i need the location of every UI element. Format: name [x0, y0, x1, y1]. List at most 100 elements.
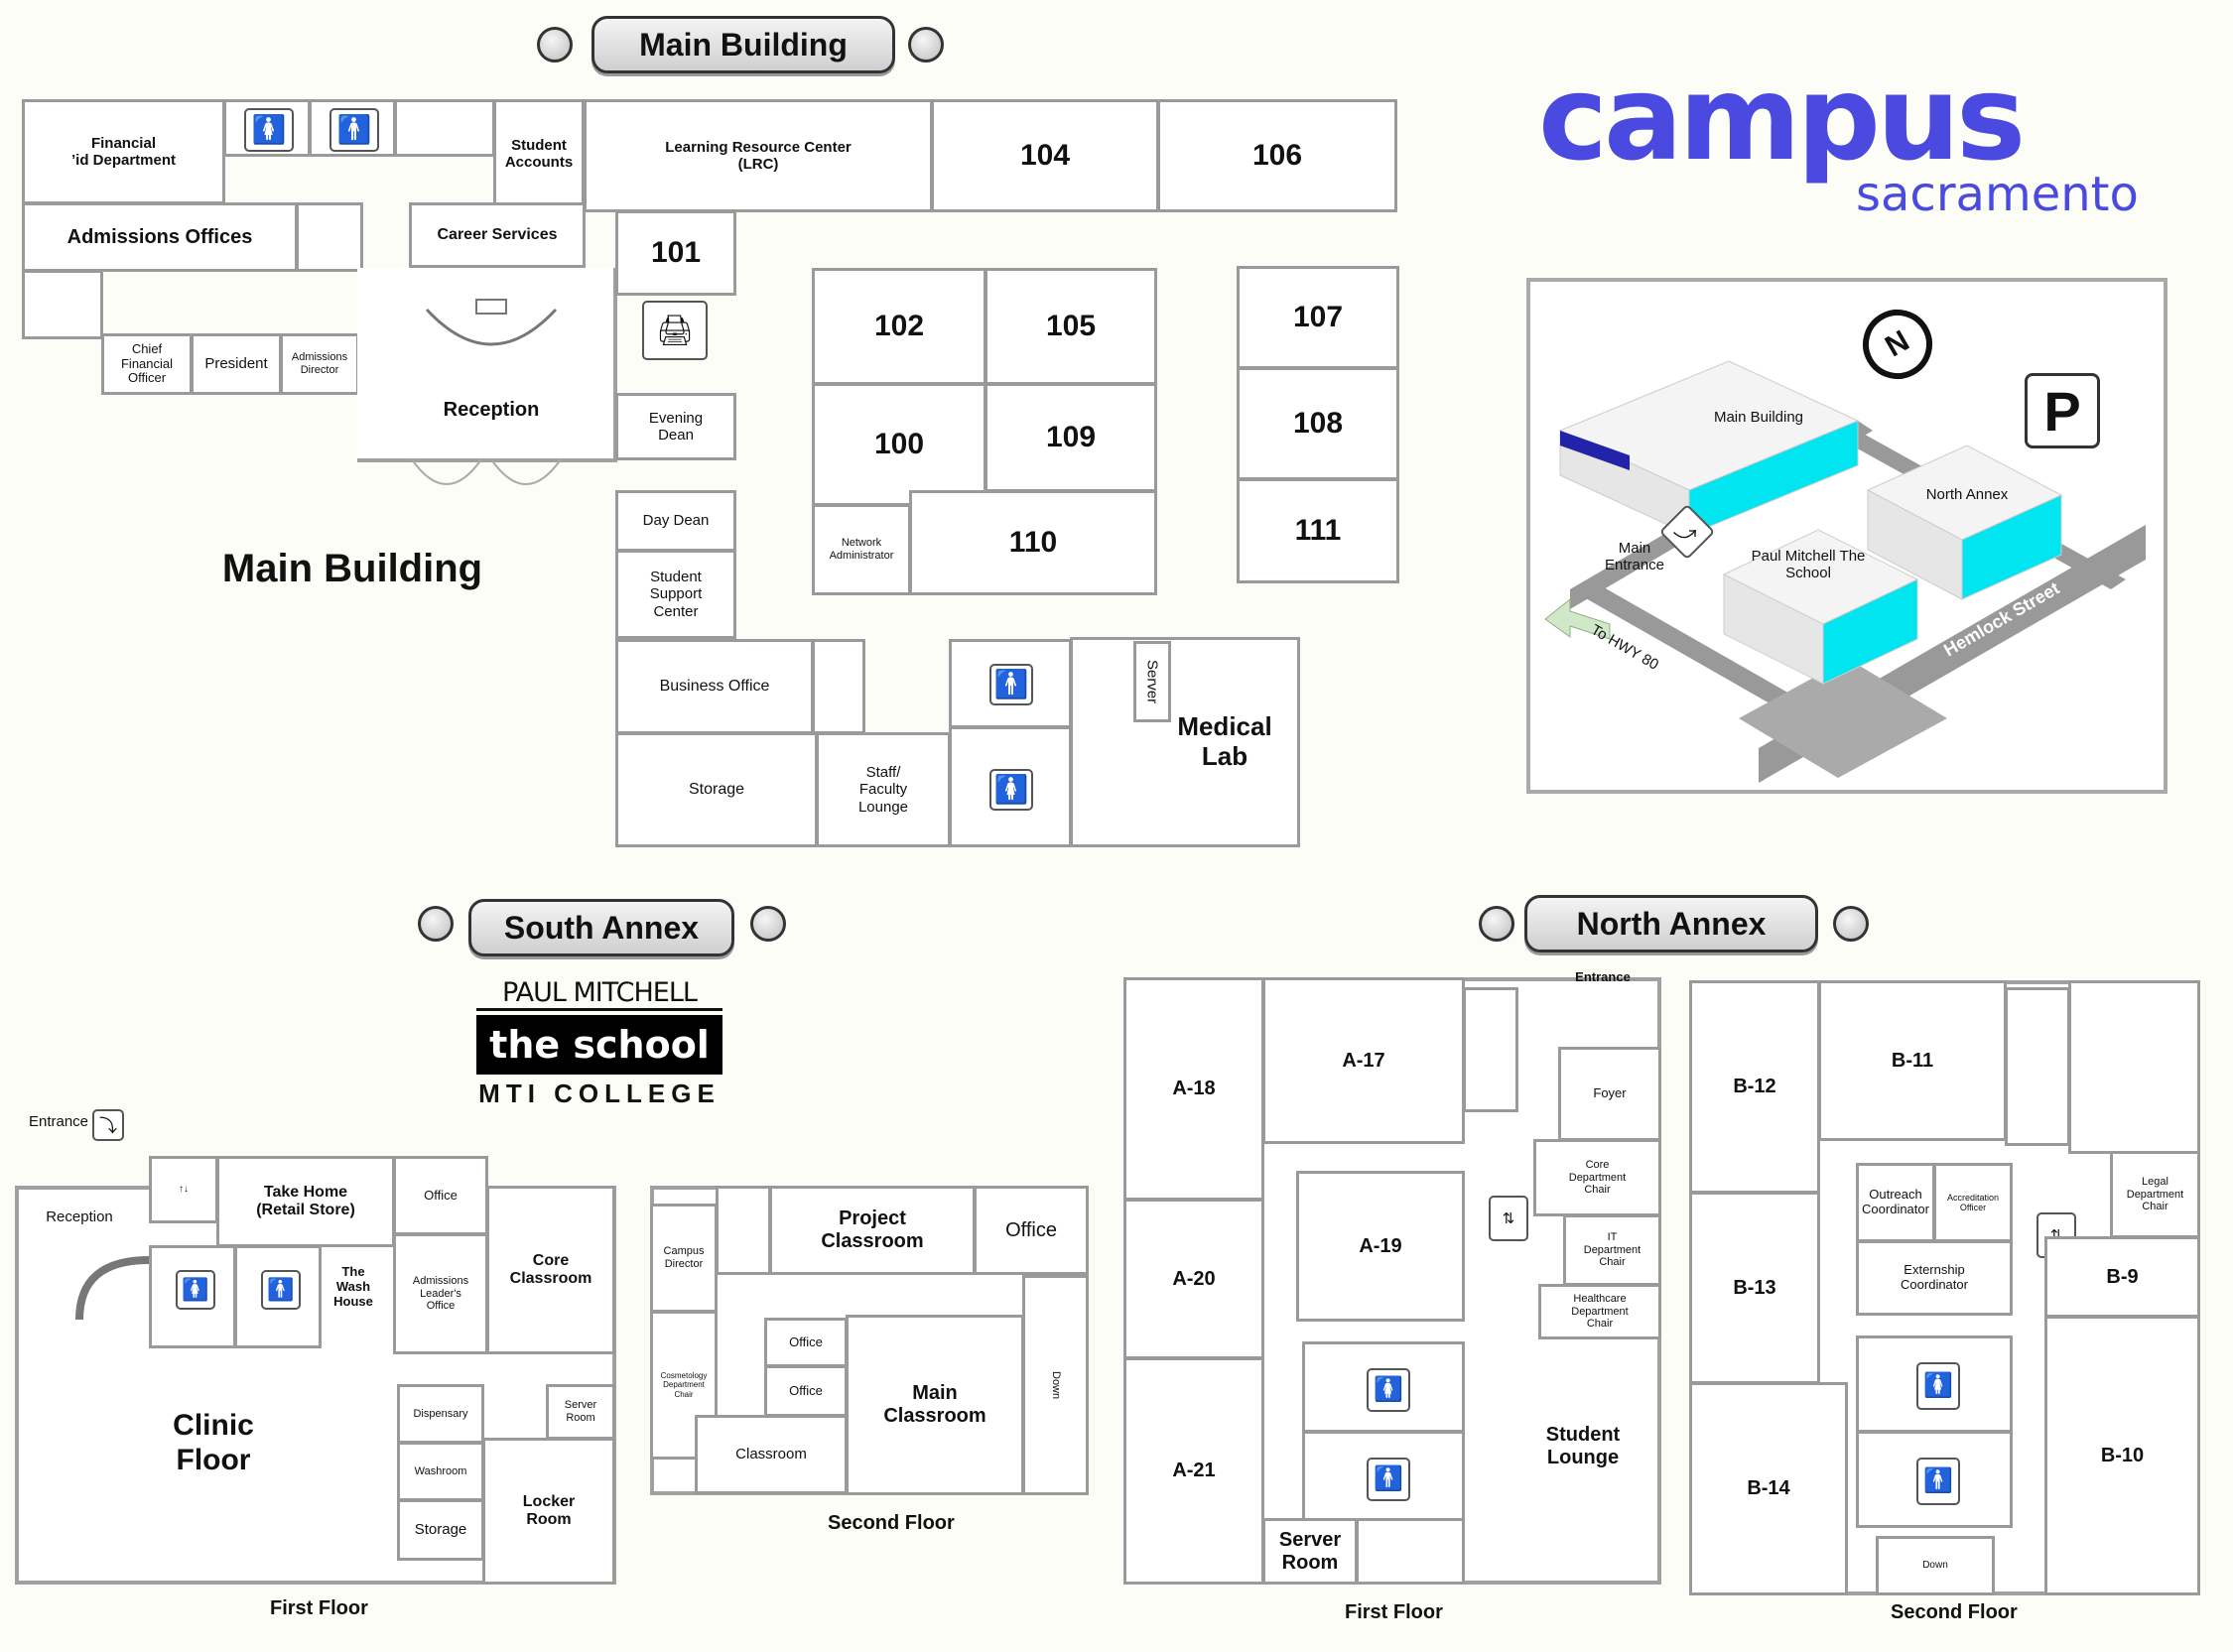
- women-restroom-icon: 🚺: [1916, 1362, 1960, 1410]
- na2-accreditation: Accreditation Officer: [1933, 1163, 2013, 1242]
- restroom-men-top: 🚹: [309, 99, 396, 157]
- sa-admissions-leader: Admissions Leader's Office: [393, 1233, 488, 1354]
- main-building-title-dot-left: [537, 27, 573, 63]
- sa2-second-floor-caption: Second Floor: [828, 1512, 955, 1534]
- logo-line-mti-college: MTI COLLEGE: [478, 1079, 721, 1108]
- restroom-women-top: 🚺: [223, 99, 311, 157]
- na1-restroom-women: 🚺: [1302, 1341, 1465, 1433]
- na1-entrance: Entrance: [1575, 969, 1631, 984]
- campus-map: Main Building North Annex Main Entrance …: [1526, 278, 2167, 794]
- na2-b9: B-9: [2044, 1236, 2200, 1318]
- room-storage: Storage: [615, 732, 818, 847]
- restroom-men-south: 🚹: [949, 639, 1072, 728]
- room-medical-lab: Medical Lab: [1070, 637, 1300, 847]
- north-annex-title-dot-right: [1833, 906, 1869, 942]
- na2-restroom-men: 🚹: [1856, 1431, 2013, 1528]
- women-restroom-icon: 🚺: [244, 108, 294, 152]
- campus-logo: campus sacramento: [1538, 50, 2139, 228]
- na1-stairs-top: [1463, 987, 1518, 1112]
- sa2-campus-director: Campus Director: [650, 1204, 718, 1313]
- sa-storage: Storage: [397, 1499, 484, 1561]
- main-building-title: Main Building: [591, 16, 895, 73]
- na2-b12: B-12: [1689, 980, 1820, 1194]
- na1-server-room: Server Room: [1262, 1518, 1358, 1585]
- north-annex-title: North Annex: [1524, 895, 1818, 953]
- map-label-north-annex: North Annex: [1925, 486, 2009, 503]
- men-restroom-icon: 🚹: [989, 664, 1033, 705]
- campus-wordmark: campus: [1538, 50, 2026, 187]
- men-restroom-icon: 🚹: [1916, 1458, 1960, 1505]
- sa2-project-classroom: Project Classroom: [769, 1186, 976, 1275]
- sa-washroom: Washroom: [397, 1442, 484, 1501]
- room-102: 102: [812, 268, 986, 385]
- copier-icon: 🖨: [642, 301, 708, 360]
- sa-core-classroom: Core Classroom: [486, 1186, 615, 1354]
- room-student-accounts: Student Accounts: [493, 99, 585, 208]
- main-building-title-dot-right: [908, 27, 944, 63]
- sa-take-home: Take Home (Retail Store): [216, 1156, 395, 1247]
- room-server-overlay: Server: [1133, 641, 1171, 722]
- room-financial-aid: Financial ’id Department: [22, 99, 225, 204]
- na1-core-chair: Core Department Chair: [1533, 1139, 1661, 1216]
- na1-a18: A-18: [1123, 977, 1264, 1201]
- sa-restroom-men: 🚹: [234, 1245, 322, 1348]
- na2-stairs-bottom: Down: [1876, 1536, 1995, 1595]
- sa-office: Office: [393, 1156, 488, 1235]
- campus-map-drawing: [1544, 360, 2146, 783]
- sa-reception-label: Reception: [46, 1208, 113, 1225]
- room-107: 107: [1237, 266, 1399, 369]
- room-110: 110: [909, 490, 1157, 595]
- sa-dispensary: Dispensary: [397, 1384, 484, 1444]
- logo-line-the-school: the school: [476, 1015, 722, 1075]
- south-annex-title: South Annex: [468, 899, 734, 956]
- north-annex-title-dot-left: [1479, 906, 1514, 942]
- room-career-services: Career Services: [409, 202, 586, 268]
- sa2-office: Office: [974, 1186, 1089, 1275]
- na2-restroom-women: 🚺: [1856, 1335, 2013, 1433]
- na2-b10: B-10: [2044, 1316, 2200, 1595]
- reception-desk: [425, 299, 558, 346]
- room-president: President: [191, 333, 282, 395]
- na2-room-ne: [2068, 980, 2200, 1154]
- sa-entrance-label: Entrance: [28, 1113, 89, 1130]
- south-annex-title-dot-right: [750, 906, 786, 942]
- south-annex-title-text: South Annex: [503, 909, 700, 946]
- na1-a21: A-21: [1123, 1357, 1264, 1585]
- room-111: 111: [1237, 478, 1399, 583]
- room-106: 106: [1157, 99, 1397, 212]
- room-100: 100: [812, 383, 986, 506]
- na1-health-chair: Healthcare Department Chair: [1538, 1284, 1661, 1339]
- parking-icon: P: [2025, 373, 2100, 448]
- na2-b13: B-13: [1689, 1192, 1820, 1384]
- na2-legal-chair: Legal Department Chair: [2110, 1151, 2200, 1238]
- na2-stairs-top: [2005, 987, 2070, 1146]
- room-109: 109: [985, 383, 1157, 492]
- room-student-support: Student Support Center: [615, 550, 736, 639]
- na2-outreach: Outreach Coordinator: [1856, 1163, 1935, 1242]
- room-105: 105: [985, 268, 1157, 385]
- room-108: 108: [1237, 367, 1399, 480]
- room-day-dean: Day Dean: [615, 490, 736, 552]
- na1-stairs-bottom: [1356, 1518, 1465, 1585]
- na1-restroom-men: 🚹: [1302, 1431, 1465, 1522]
- compass-letter: N: [1880, 323, 1915, 364]
- na1-it-chair: IT Department Chair: [1563, 1214, 1661, 1286]
- men-restroom-icon: 🚹: [1367, 1458, 1410, 1501]
- sa-locker-room: Locker Room: [482, 1438, 615, 1585]
- intersection: [1739, 659, 1947, 778]
- room-left-small: [22, 270, 103, 339]
- women-restroom-icon: 🚺: [176, 1270, 215, 1310]
- na2-b14: B-14: [1689, 1382, 1848, 1595]
- room-network-administrator: Network Administrator: [812, 504, 911, 595]
- sa-server-room: Server Room: [546, 1384, 615, 1440]
- sa-wash-house: The Wash House: [333, 1264, 373, 1309]
- sa-stairs: ↑↓: [149, 1156, 218, 1223]
- na2-b11: B-11: [1818, 980, 2007, 1141]
- na1-foyer: Foyer: [1558, 1047, 1661, 1141]
- south-annex-title-dot-left: [418, 906, 454, 942]
- sa2-office-a: Office: [764, 1318, 848, 1367]
- room-cfo: Chief Financial Officer: [101, 333, 193, 395]
- map-label-main-building: Main Building: [1713, 409, 1804, 426]
- logo-line-paul-mitchell: PAUL MITCHELL: [476, 977, 722, 1011]
- sa-first-floor-caption: First Floor: [270, 1597, 368, 1619]
